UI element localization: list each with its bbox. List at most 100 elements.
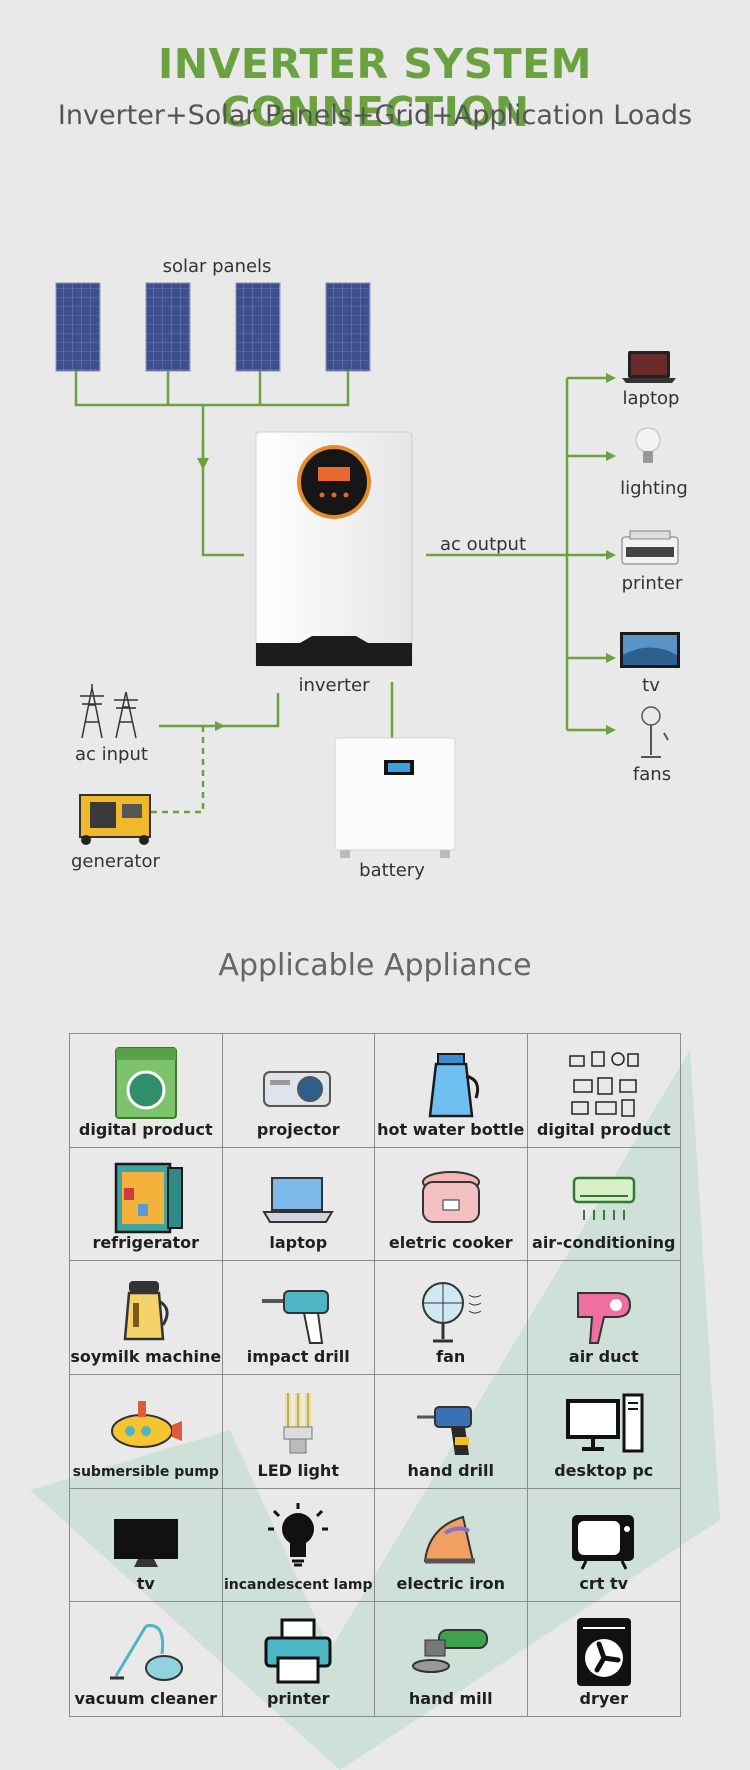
appliance-cell: digital product — [527, 1034, 680, 1148]
ac-input-label: ac input — [75, 744, 148, 765]
appliance-cell: crt tv — [527, 1489, 680, 1603]
ac-output-label: ac output — [440, 534, 527, 555]
rice-cooker-icon — [421, 1170, 480, 1223]
appliance-label: hand drill — [407, 1460, 494, 1480]
appliance-label: fan — [436, 1346, 466, 1366]
appliance-label: vacuum cleaner — [74, 1688, 217, 1708]
appliance-label: tv — [136, 1574, 155, 1594]
appliance-label: soymilk machine — [70, 1346, 222, 1366]
fan-icon — [421, 1282, 482, 1343]
appliance-label: digital product — [78, 1119, 213, 1139]
washing-machine-icon — [114, 1047, 177, 1119]
appliance-cell: eletric cooker — [375, 1147, 528, 1262]
inverter-label: inverter — [298, 675, 370, 696]
appliance-label: electric iron — [396, 1574, 505, 1594]
impact-drill-icon — [262, 1290, 330, 1345]
appliance-cell: tv — [70, 1488, 223, 1603]
appliance-cell: desktop pc — [527, 1375, 680, 1489]
battery-label: battery — [359, 860, 425, 881]
vacuum-cleaner-icon — [109, 1624, 183, 1682]
appliance-label: crt tv — [579, 1574, 629, 1594]
tv-icon — [620, 632, 680, 668]
tv-icon — [113, 1518, 178, 1567]
appliance-label: air-conditioning — [532, 1233, 676, 1253]
generator-icon — [79, 794, 151, 845]
load-label-laptop: laptop — [622, 388, 680, 409]
appliance-cell: hot water bottle — [375, 1034, 528, 1148]
incandescent-lamp-icon — [268, 1502, 329, 1567]
solar-panels-label: solar panels — [162, 256, 272, 277]
appliance-label: hot water bottle — [377, 1119, 525, 1139]
appliance-label: air duct — [568, 1346, 639, 1366]
appliance-label: submersible pump — [72, 1463, 219, 1480]
appliance-cell: LED light — [222, 1374, 375, 1489]
fan-icon — [641, 706, 669, 758]
submersible-pump-icon — [110, 1400, 182, 1448]
air-conditioner-icon — [572, 1176, 635, 1220]
appliance-cell: air-conditioning — [527, 1148, 680, 1262]
inverter-icon — [255, 431, 413, 667]
appliance-cell: incandescent lamp — [222, 1488, 375, 1603]
hand-drill-icon — [416, 1405, 472, 1455]
hair-dryer-icon — [576, 1292, 631, 1345]
printer-icon — [264, 1618, 332, 1684]
appliance-cell: projector — [222, 1034, 375, 1148]
appliance-cell: vacuum cleaner — [70, 1602, 223, 1716]
appliance-section-title: Applicable Appliance — [218, 948, 532, 983]
appliance-label: eletric cooker — [388, 1233, 513, 1253]
appliance-label: digital product — [536, 1119, 671, 1139]
desktop-pc-icon — [565, 1393, 644, 1453]
generator-label: generator — [71, 851, 160, 872]
wiring — [74, 371, 608, 814]
appliance-cell: laptop — [222, 1147, 375, 1262]
appliance-cell: hand mill — [375, 1602, 528, 1716]
electric-iron-icon — [423, 1515, 475, 1564]
appliance-cell: hand drill — [375, 1374, 528, 1489]
laptop-icon — [262, 1176, 335, 1223]
load-label-lighting: lighting — [620, 478, 688, 499]
appliance-cell: air duct — [527, 1261, 680, 1375]
kettle-icon — [428, 1053, 479, 1118]
appliance-cell: fan — [375, 1261, 528, 1375]
lightbulb-icon — [635, 427, 661, 463]
transmission-tower-icon — [80, 684, 138, 739]
battery-icon — [334, 737, 456, 858]
connection-diagram — [55, 282, 680, 858]
clothes-dryer-icon — [576, 1618, 631, 1687]
appliance-label: laptop — [269, 1233, 328, 1253]
appliance-label: hand mill — [408, 1688, 493, 1708]
appliance-label: LED light — [257, 1460, 339, 1480]
appliance-cell: soymilk machine — [70, 1261, 223, 1375]
angle-grinder-icon — [411, 1629, 488, 1674]
page-subtitle: Inverter+Solar Panels+Grid+Application L… — [57, 100, 693, 131]
appliance-label: refrigerator — [92, 1233, 200, 1253]
appliance-label: projector — [256, 1119, 340, 1139]
appliance-cell: digital product — [70, 1034, 223, 1148]
appliance-cell: submersible pump — [70, 1374, 223, 1489]
appliance-cell: refrigerator — [70, 1147, 223, 1262]
soymilk-machine-icon — [123, 1281, 169, 1341]
laptop-icon — [622, 351, 676, 383]
checkmark-watermark — [30, 1050, 720, 1770]
digital-devices-icon — [569, 1051, 639, 1117]
appliance-cell: dryer — [528, 1602, 681, 1716]
appliance-cell: electric iron — [375, 1488, 528, 1603]
appliance-label: impact drill — [246, 1346, 350, 1366]
load-label-printer: printer — [621, 573, 683, 594]
load-label-fans: fans — [632, 764, 672, 785]
appliance-label: printer — [266, 1688, 330, 1708]
refrigerator-icon — [114, 1162, 183, 1233]
appliance-label: dryer — [579, 1688, 628, 1708]
wire-arrows — [197, 373, 616, 735]
load-label-tv: tv — [642, 675, 660, 696]
crt-tv-icon — [571, 1514, 634, 1570]
appliance-cell: printer — [223, 1602, 375, 1716]
led-bulb-icon — [283, 1392, 313, 1454]
printer-icon — [621, 530, 679, 565]
appliance-label: desktop pc — [554, 1460, 654, 1480]
appliance-cell: impact drill — [222, 1261, 375, 1375]
projector-icon — [263, 1071, 332, 1107]
solar-panel-icon — [55, 282, 371, 372]
page-title: INVERTER SYSTEM CONNECTION — [158, 40, 592, 136]
appliance-grid: digital product projector hot water bott… — [69, 1033, 681, 1717]
